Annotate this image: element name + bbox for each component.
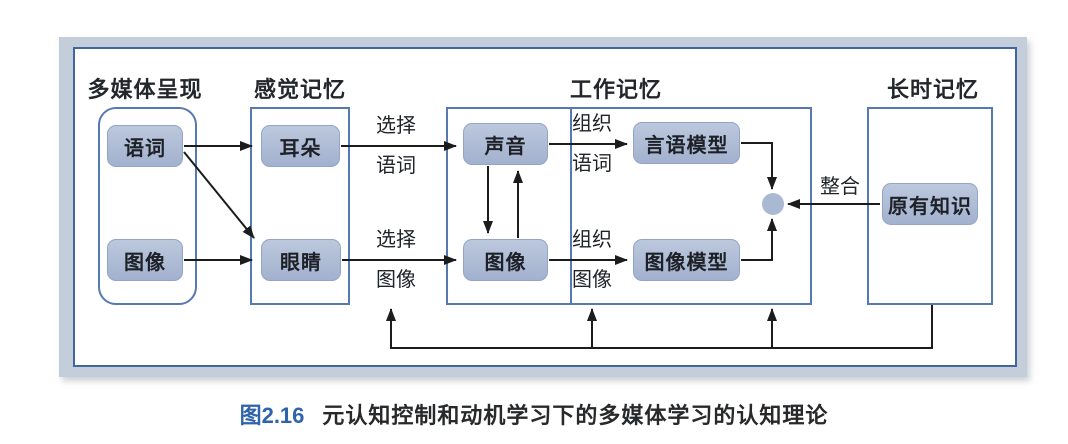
edge-label-line: 语词 — [572, 153, 612, 175]
edge-label-organize-images: 组织 图像 — [562, 229, 622, 291]
node-sounds: 声音 — [463, 123, 548, 165]
edge-label-line: 组织 — [572, 113, 612, 135]
node-ears: 耳朵 — [261, 125, 340, 167]
section-label-working-memory: 工作记忆 — [569, 77, 663, 102]
edge-label-line: 图像 — [376, 269, 416, 291]
node-verbal-model: 言语模型 — [633, 122, 740, 164]
figure-title: 元认知控制和动机学习下的多媒体学习的认知理论 — [322, 403, 829, 428]
longterm-memory-group-box — [867, 107, 993, 305]
working-memory-group-box — [446, 107, 812, 305]
edge-label-line: 组织 — [572, 229, 612, 251]
edge-label-integrate: 整合 — [820, 176, 860, 198]
section-label-sensory-memory: 感觉记忆 — [253, 77, 347, 102]
node-eyes: 眼睛 — [261, 239, 341, 281]
figure-caption: 图2.16 元认知控制和动机学习下的多媒体学习的认知理论 — [0, 398, 1068, 430]
edge-label-select-images: 选择 图像 — [366, 229, 426, 291]
node-pictorial-model: 图像模型 — [633, 239, 740, 281]
section-label-longterm-memory: 长时记忆 — [886, 77, 980, 102]
integration-junction-dot — [762, 193, 784, 215]
figure-number: 图2.16 — [239, 403, 305, 428]
working-memory-divider — [570, 107, 572, 305]
node-images: 图像 — [107, 239, 183, 281]
edge-label-line: 选择 — [376, 115, 416, 137]
node-working-images: 图像 — [463, 239, 548, 281]
section-label-multimedia: 多媒体呈现 — [87, 77, 203, 102]
edge-label-organize-words: 组织 语词 — [562, 113, 622, 175]
edge-label-line: 语词 — [376, 155, 416, 177]
edge-label-line: 图像 — [572, 269, 612, 291]
edge-label-line: 选择 — [376, 229, 416, 251]
diagram-frame — [59, 37, 1027, 377]
node-words: 语词 — [107, 125, 183, 167]
edge-label-select-words: 选择 语词 — [366, 115, 426, 177]
node-prior-knowledge: 原有知识 — [882, 183, 978, 225]
